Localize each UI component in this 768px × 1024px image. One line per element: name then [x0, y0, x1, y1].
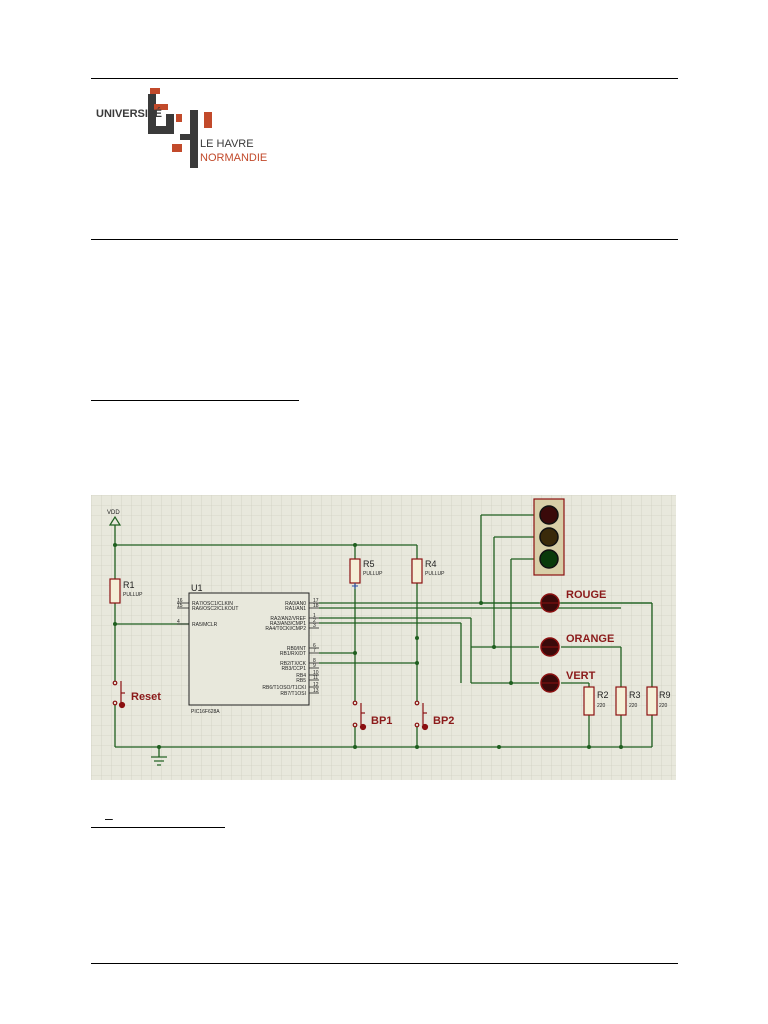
microcontroller-u1 — [188, 592, 310, 706]
led-vert-icon — [540, 673, 560, 693]
chip-right-pin-name: RA2/AN2/VREF — [270, 616, 306, 622]
chip-right-pin-name: RB2/TX/CK — [280, 661, 307, 667]
logo-mark-icon — [148, 88, 212, 168]
header-top-rule — [91, 78, 678, 79]
chip-right-pin-number: 6 — [313, 643, 316, 649]
traffic-light-icon — [533, 498, 565, 576]
bp1-button-icon — [352, 700, 367, 731]
section-mark: – — [105, 810, 113, 826]
resistor-r3-icon — [615, 686, 627, 716]
chip-right-pin-number: 17 — [313, 598, 319, 604]
r4-type: PULLUP — [425, 571, 445, 577]
chip-left-pin-name: RA6/OSC2/CLKOUT — [192, 606, 238, 612]
chip-right-pin-number: 11 — [313, 675, 318, 681]
r1-type: PULLUP — [123, 592, 143, 598]
section-heading-underline — [91, 400, 299, 401]
r5-type: PULLUP — [363, 571, 383, 577]
chip-right-pin-number: 10 — [313, 670, 319, 676]
chip-right-pin-name: RB1/RX/DT — [280, 651, 306, 657]
u1-part: PIC16F628A — [191, 709, 220, 715]
led-orange-icon — [540, 637, 560, 657]
chip-right-pin-name: RB4 — [296, 673, 306, 679]
chip-right-pin-name: RA4/T0CKI/CMP2 — [265, 626, 306, 632]
r9-label: R9 — [659, 690, 671, 700]
chip-left-pin-number: 15 — [177, 603, 183, 609]
chip-right-pin-number: 1 — [313, 613, 316, 619]
resistor-r2-icon — [583, 686, 595, 716]
chip-right-pin-name: RB0/INT — [287, 646, 306, 652]
logo-universite-text: UNIVERSITÉ — [96, 108, 163, 120]
reset-label: Reset — [131, 691, 161, 703]
chip-right-pin-number: 8 — [313, 658, 316, 664]
resistor-r5-icon — [349, 558, 361, 584]
chip-right-pin-number: 3 — [313, 623, 316, 629]
chip-right-pin-name: RB7/T1OSI — [280, 691, 306, 697]
bp1-label: BP1 — [371, 715, 392, 727]
led-rouge-icon — [540, 593, 560, 613]
logo-normandie-text: NORMANDIE — [200, 152, 268, 164]
chip-right-pin-name: RA1/AN1 — [285, 606, 306, 612]
vert-label: VERT — [566, 670, 596, 682]
logo-le-havre-text: LE HAVRE — [200, 138, 254, 150]
r3-label: R3 — [629, 690, 641, 700]
r9-value: 220 — [659, 703, 668, 709]
circuit-schematic: VDD R1 R5 R4 R2 R3 R9 PULLUP PULLUP — [91, 495, 676, 780]
r4-label: R4 — [425, 559, 437, 569]
r5-label: R5 — [363, 559, 375, 569]
resistor-r1-icon — [109, 578, 121, 604]
bp2-button-icon — [414, 700, 429, 731]
chip-right-pin-number: 12 — [313, 682, 319, 688]
reset-button-icon — [112, 680, 126, 709]
chip-left-pin-number: 4 — [177, 619, 180, 625]
resistor-r9-icon — [646, 686, 658, 716]
resistor-r4-icon — [411, 558, 423, 584]
header-bottom-rule — [91, 239, 678, 240]
orange-label: ORANGE — [566, 633, 614, 645]
chip-right-pin-number: 13 — [313, 688, 319, 694]
university-logo: UNIVERSITÉ LE HAVRE NORMANDIE — [94, 88, 294, 173]
chip-left-pin-name: RA5/MCLR — [192, 622, 218, 628]
chip-right-pin-number: 18 — [313, 603, 319, 609]
u1-label: U1 — [191, 583, 203, 593]
subsection-underline — [91, 827, 225, 828]
bp2-label: BP2 — [433, 715, 454, 727]
chip-right-pin-number: 2 — [313, 618, 316, 624]
chip-right-pin-number: 9 — [313, 663, 316, 669]
chip-right-pin-name: RB6/T1OSO/T1CKI — [262, 685, 306, 691]
chip-right-pin-name: RB5 — [296, 678, 306, 684]
rouge-label: ROUGE — [566, 589, 606, 601]
r1-label: R1 — [123, 580, 135, 590]
chip-left-pin-name: RA7/OSC1/CLKIN — [192, 601, 233, 607]
chip-right-pin-number: 7 — [313, 648, 316, 654]
vdd-label: VDD — [107, 510, 120, 516]
footer-rule — [91, 963, 678, 964]
r2-value: 220 — [597, 703, 606, 709]
chip-right-pin-name: RB3/CCP1 — [282, 666, 307, 672]
chip-right-pin-name: RA3/AN3/CMP1 — [270, 621, 306, 627]
schematic-drawing: VDD R1 R5 R4 R2 R3 R9 PULLUP PULLUP — [91, 495, 676, 780]
r2-label: R2 — [597, 690, 609, 700]
chip-left-pin-number: 16 — [177, 598, 183, 604]
r3-value: 220 — [629, 703, 638, 709]
ground-icon — [151, 756, 167, 766]
chip-right-pin-name: RA0/AN0 — [285, 601, 306, 607]
